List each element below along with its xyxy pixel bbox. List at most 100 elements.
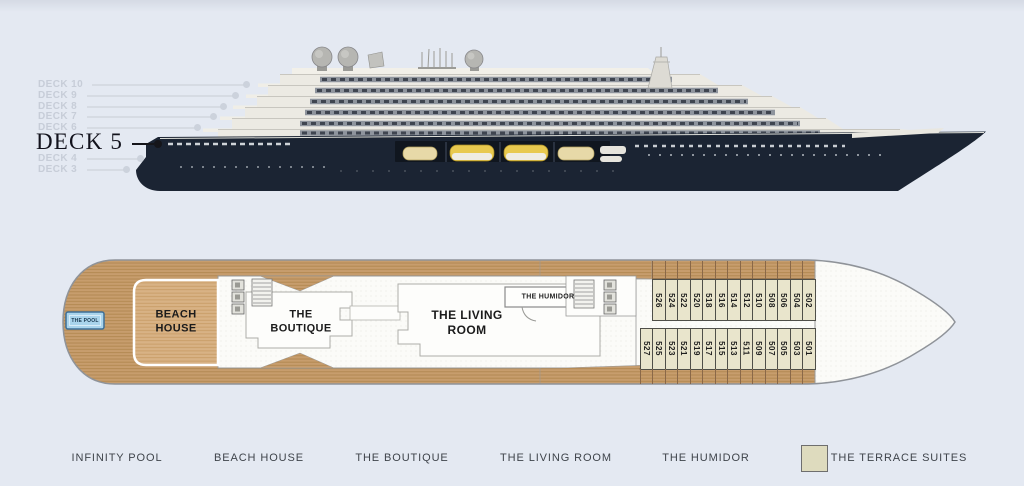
suite-number: 504 — [791, 292, 801, 308]
deck-tab-deck-8[interactable]: DECK 8 — [38, 101, 227, 115]
suite-501[interactable]: 501 — [802, 327, 816, 370]
deck-label: DECK 4 — [38, 153, 78, 164]
stairs-icon — [251, 278, 273, 307]
leader-dot — [154, 140, 162, 148]
leader-dot — [243, 81, 250, 88]
suite-516[interactable]: 516 — [714, 279, 728, 321]
balcony-divider — [689, 369, 691, 384]
suite-521[interactable]: 521 — [677, 327, 691, 370]
terrace-swatch — [801, 445, 828, 472]
leader-dot — [137, 155, 144, 162]
suite-504[interactable]: 504 — [789, 279, 803, 321]
balcony-divider — [702, 369, 703, 384]
suite-514[interactable]: 514 — [727, 279, 741, 321]
balcony-divider — [664, 261, 666, 279]
suite-525[interactable]: 525 — [652, 327, 666, 370]
legend-item-the-living-room: THE LIVING ROOM — [500, 452, 612, 464]
deck-tab-deck-7[interactable]: DECK 7 — [38, 111, 217, 125]
leader-line — [87, 106, 222, 108]
beach-house-area — [132, 278, 220, 367]
balcony-divider — [764, 369, 766, 384]
suite-502[interactable]: 502 — [802, 279, 816, 321]
suite-number: 521 — [679, 341, 689, 356]
suite-520[interactable]: 520 — [689, 279, 703, 321]
suite-number: 511 — [741, 341, 751, 356]
boutique-label-line2: BOUTIQUE — [270, 322, 332, 334]
balcony-divider — [714, 369, 716, 384]
balcony-divider — [739, 261, 741, 279]
suite-526[interactable]: 526 — [652, 279, 666, 321]
legend-item-terrace-suites: THE TERRACE SUITES — [830, 452, 968, 464]
leader-dot — [194, 124, 201, 131]
living-room-label-line1: THE LIVING — [431, 308, 503, 322]
leader-dot — [123, 166, 130, 173]
suite-number: 502 — [804, 292, 814, 308]
suite-523[interactable]: 523 — [664, 327, 678, 370]
suite-509[interactable]: 509 — [752, 327, 766, 370]
suite-505[interactable]: 505 — [777, 327, 791, 370]
deck-label: DECK 8 — [38, 101, 78, 112]
suite-number: 516 — [716, 292, 726, 308]
boutique-label: THE BOUTIQUE — [270, 308, 331, 336]
suite-number: 523 — [666, 341, 676, 356]
deck-tab-deck-4[interactable]: DECK 4 — [38, 153, 144, 167]
balcony-divider — [752, 261, 753, 279]
suite-511[interactable]: 511 — [739, 327, 753, 370]
deck-tab-deck-6[interactable]: DECK 6 — [38, 122, 201, 136]
suite-515[interactable]: 515 — [714, 327, 728, 370]
suite-506[interactable]: 506 — [777, 279, 791, 321]
balcony-divider — [789, 369, 791, 384]
antenna-mast-icon — [418, 48, 456, 69]
leader-line — [87, 169, 125, 171]
pool-label: THE POOL — [71, 317, 99, 324]
leader-line — [87, 127, 196, 129]
balcony-divider — [652, 369, 653, 384]
suite-510[interactable]: 510 — [752, 279, 766, 321]
suite-number: 518 — [704, 292, 714, 308]
suite-number: 519 — [691, 341, 701, 356]
suite-507[interactable]: 507 — [764, 327, 778, 370]
deck-tab-deck-3[interactable]: DECK 3 — [38, 164, 130, 178]
suite-503[interactable]: 503 — [789, 327, 803, 370]
leader-line — [87, 95, 234, 97]
suite-number: 505 — [779, 341, 789, 356]
elevator-icon — [231, 279, 245, 315]
suite-number: 503 — [791, 341, 801, 356]
active-deck-label: DECK 5 — [36, 129, 124, 154]
suite-512[interactable]: 512 — [739, 279, 753, 321]
deck-tab-deck-5-active[interactable]: DECK 5 — [36, 129, 162, 161]
balcony-divider — [714, 261, 716, 279]
deck-label: DECK 3 — [38, 164, 78, 175]
suite-513[interactable]: 513 — [727, 327, 741, 370]
suite-number: 501 — [804, 341, 814, 356]
funnel-mast-icon — [647, 47, 673, 89]
legend-item-beach-house: BEACH HOUSE — [214, 452, 304, 464]
balcony-divider — [739, 369, 741, 384]
ship-illustration — [136, 46, 986, 191]
balcony-divider — [727, 369, 728, 384]
balcony-divider — [802, 261, 803, 279]
suite-522[interactable]: 522 — [677, 279, 691, 321]
humidor-label: THE HUMIDOR — [521, 293, 575, 301]
deck-label: DECK 7 — [38, 111, 78, 122]
leader-line — [87, 158, 139, 160]
suite-519[interactable]: 519 — [689, 327, 703, 370]
suite-508[interactable]: 508 — [764, 279, 778, 321]
suite-518[interactable]: 518 — [702, 279, 716, 321]
suite-524[interactable]: 524 — [664, 279, 678, 321]
balcony-divider — [777, 369, 778, 384]
leader-dot — [220, 103, 227, 110]
suite-527[interactable]: 527 — [639, 327, 653, 370]
deck-tab-deck-10[interactable]: DECK 10 — [38, 79, 250, 93]
legend-item-infinity-pool: INFINITY POOL — [71, 452, 163, 464]
balcony-divider — [702, 261, 703, 279]
suite-number: 510 — [754, 292, 764, 308]
suite-number: 514 — [729, 292, 739, 308]
deck-tab-deck-9[interactable]: DECK 9 — [38, 90, 239, 104]
balcony-divider — [664, 369, 666, 384]
suite-517[interactable]: 517 — [702, 327, 716, 370]
balcony-divider — [789, 261, 791, 279]
balcony-divider — [639, 369, 641, 384]
deck-label: DECK 6 — [38, 122, 78, 133]
leader-dot — [232, 92, 239, 99]
